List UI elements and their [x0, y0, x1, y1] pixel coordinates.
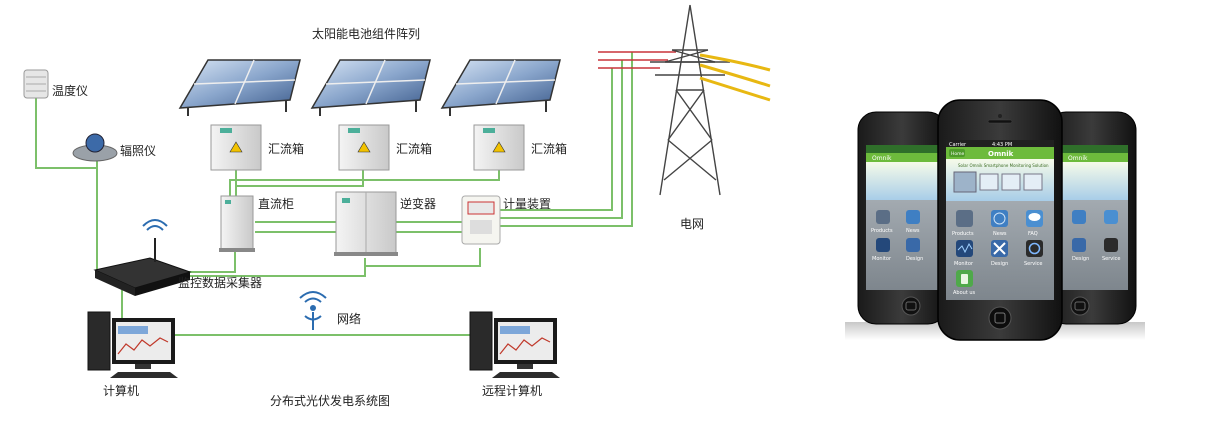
wire-collector-dc: [180, 250, 236, 273]
status-carrier: Carrier: [949, 142, 967, 148]
wire-collector-inverter: [180, 258, 366, 277]
phone-right-item-design: Design: [1072, 256, 1089, 262]
temperature-label: 温度仪: [52, 83, 88, 98]
dc-cabinet-label: 直流柜: [258, 197, 294, 211]
app-menu-grid: Products News FAQ Monitor: [952, 210, 1043, 296]
inverter: 逆变器: [334, 191, 436, 256]
wire-meter-grid-1: [500, 68, 613, 211]
wire-temperature: [35, 95, 98, 270]
phone-left: Omnik Products News Monitor Design: [857, 111, 947, 325]
phone-left-title: Omnik: [872, 155, 892, 162]
menu-label-about: About us: [953, 290, 976, 296]
collector-label: 监控数据采集器: [178, 275, 262, 290]
solar-panel-1: [178, 59, 301, 116]
monitor-icon: [956, 240, 973, 257]
phone-right-menu: Design Service: [1072, 210, 1120, 262]
menu-label-news: News: [993, 231, 1007, 237]
combiner-boxes: 汇流箱 汇流箱 汇流箱: [210, 124, 567, 171]
banner-text: Solar Omnik Smartphone Monitoring Soluti…: [958, 163, 1049, 168]
wire-combiner3-dc: [229, 170, 500, 200]
back-button[interactable]: [949, 149, 965, 157]
phone-left-item-1: Products: [871, 228, 893, 234]
array-title: 太阳能电池组件阵列: [312, 26, 420, 41]
temperature-sensor: 温度仪: [23, 69, 88, 99]
diagram-title: 分布式光伏发电系统图: [270, 393, 390, 408]
menu-label-service: Service: [1024, 261, 1042, 267]
home-button[interactable]: [988, 306, 1012, 330]
menu-item-products[interactable]: Products: [952, 210, 974, 237]
menu-item-monitor[interactable]: Monitor: [954, 240, 974, 267]
phone-left-item-2: News: [906, 228, 920, 234]
menu-label-faq: FAQ: [1028, 231, 1038, 237]
menu-label-monitor: Monitor: [954, 261, 974, 267]
data-collector: 监控数据采集器: [93, 219, 262, 296]
meter: 计量装置: [461, 195, 551, 245]
wire-collector-meter: [365, 248, 481, 267]
status-time: 4:43 PM: [992, 142, 1012, 148]
phone-right-home-button[interactable]: [1070, 296, 1090, 316]
phone-left-item-3: Monitor: [872, 256, 892, 262]
phone-right-title: Omnik: [1068, 155, 1088, 162]
phone-left-item-4: Design: [906, 256, 923, 262]
menu-item-design[interactable]: Design: [991, 240, 1008, 267]
power-tower: [650, 4, 730, 196]
app-title: Omnik: [988, 150, 1014, 158]
solar-panel-2: [310, 59, 431, 116]
power-lines: [699, 53, 771, 102]
combiner-box-1: 汇流箱: [210, 124, 304, 171]
wifi-icon: [142, 219, 168, 231]
app-header: [946, 147, 1054, 159]
menu-label-design: Design: [991, 261, 1008, 267]
network-icon: 网络: [299, 291, 361, 330]
phone-center: Carrier 4:43 PM Home Omnik Solar Omnik S…: [937, 99, 1063, 341]
combiner-box-3: 汇流箱: [473, 124, 567, 171]
meter-label: 计量装置: [503, 197, 551, 211]
remote-computer: 远程计算机: [469, 311, 560, 398]
wire-combiner2-dc: [236, 170, 364, 187]
network-label: 网络: [337, 311, 361, 326]
products-icon: [956, 210, 973, 227]
menu-item-news[interactable]: News: [991, 210, 1008, 237]
solar-panel-3: [440, 59, 561, 116]
inverter-label: 逆变器: [400, 196, 436, 211]
phone-left-home-button[interactable]: [901, 296, 921, 316]
phone-right-item-service: Service: [1102, 256, 1120, 262]
wire-meter-grid-3: [500, 52, 633, 227]
combiner-label-1: 汇流箱: [268, 141, 304, 156]
dc-cabinet: 直流柜: [219, 195, 294, 252]
menu-item-about[interactable]: About us: [953, 270, 976, 296]
remote-computer-label: 远程计算机: [482, 383, 542, 398]
phone-left-menu: Products News Monitor Design: [871, 210, 923, 262]
combiner-label-3: 汇流箱: [531, 141, 567, 156]
irradiance-sensor: 辐照仪: [72, 133, 156, 162]
combiner-box-2: 汇流箱: [338, 124, 432, 171]
combiner-label-2: 汇流箱: [396, 141, 432, 156]
globe-icon: [991, 210, 1008, 227]
back-button-label: Home: [951, 151, 965, 157]
service-icon: [1026, 240, 1043, 257]
wiring: [35, 51, 676, 336]
wire-meter-grid-2: [500, 60, 623, 219]
menu-item-service[interactable]: Service: [1024, 240, 1043, 267]
status-bar: [946, 140, 1054, 147]
irradiance-label: 辐照仪: [120, 143, 156, 158]
grid-label: 电网: [680, 217, 704, 231]
menu-label-products: Products: [952, 231, 974, 237]
local-computer: 计算机: [87, 311, 178, 398]
computer-label: 计算机: [103, 383, 139, 398]
phone-display: Omnik Products News Monitor Design Omnik: [845, 99, 1145, 341]
menu-item-faq[interactable]: FAQ: [1026, 210, 1043, 237]
solar-array: 太阳能电池组件阵列: [178, 26, 561, 116]
